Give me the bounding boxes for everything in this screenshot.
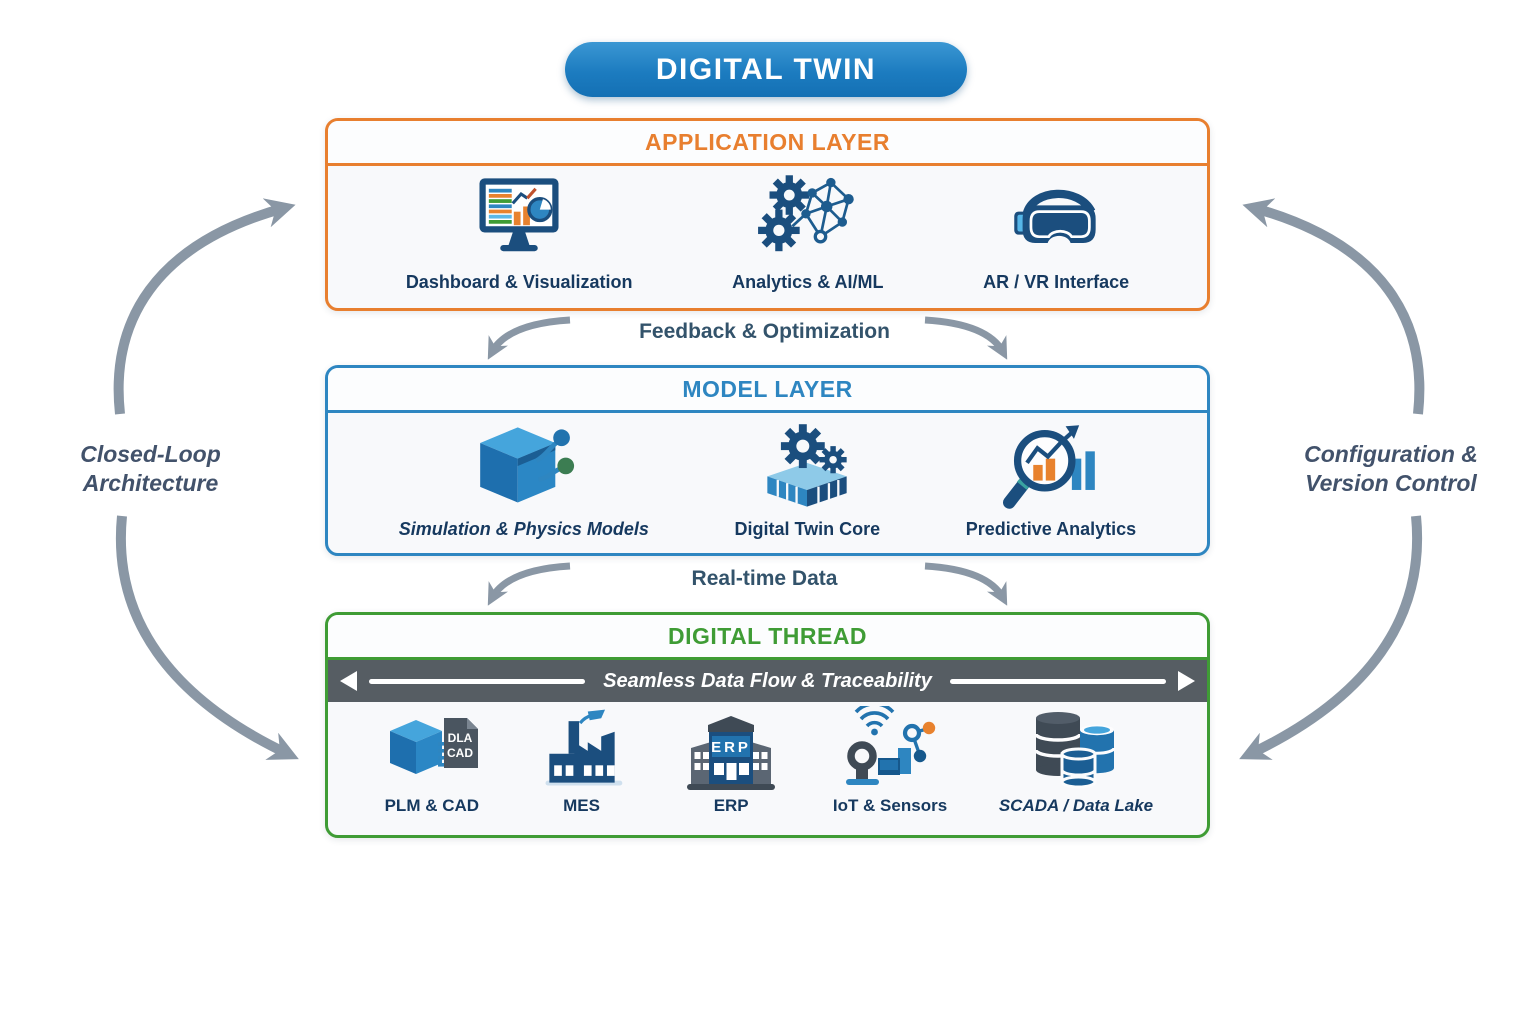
iot-sensors-icon	[838, 706, 942, 792]
feedback-optimization-label: Feedback & Optimization	[639, 320, 890, 343]
item-label: IoT & Sensors	[832, 796, 948, 815]
item-label: SCADA / Data Lake	[998, 796, 1154, 815]
item-predictive-analytics: Predictive Analytics	[966, 419, 1136, 540]
item-ar-vr-interface: AR / VR Interface	[983, 172, 1129, 293]
side-label-line: Version Control	[1305, 469, 1477, 496]
version-control-arrow-up-icon	[1242, 198, 1425, 415]
cube-document-icon: DLA CAD	[382, 706, 482, 792]
flow-arrow-down-right-icon	[924, 562, 1008, 606]
flow-arrow-down-left-icon	[487, 316, 571, 360]
flow-arrow-down-right-icon	[924, 316, 1008, 360]
diagram-title: DIGITAL TWIN	[655, 52, 877, 86]
item-label: Digital Twin Core	[734, 519, 881, 539]
version-control-arrow-down-icon	[1239, 515, 1423, 760]
item-dashboard-visualization: Dashboard & Visualization	[406, 172, 633, 293]
application-layer-body: Dashboard & Visualization	[328, 166, 1207, 303]
item-digital-twin-core: Digital Twin Core	[734, 419, 880, 540]
item-simulation-physics: Simulation & Physics Models	[399, 419, 649, 540]
digital-thread-body: DLA CAD PLM & CAD	[328, 702, 1207, 826]
application-layer-title: APPLICATION LAYER	[328, 121, 1207, 166]
factory-icon	[534, 706, 630, 792]
item-label: Analytics & AI/ML	[732, 272, 884, 292]
item-label: PLM & CAD	[384, 796, 480, 815]
item-label: AR / VR Interface	[983, 272, 1130, 292]
item-label: Dashboard & Visualization	[405, 272, 633, 292]
item-analytics-aiml: Analytics & AI/ML	[732, 172, 884, 293]
platform-gears-icon	[751, 419, 863, 515]
banner-arrow-right-icon	[1178, 671, 1196, 691]
item-scada-data-lake: SCADA / Data Lake	[999, 706, 1153, 816]
banner-arrow-left-icon	[340, 671, 357, 691]
banner-label: Seamless Data Flow & Traceability	[603, 669, 932, 692]
database-cylinders-icon	[1024, 706, 1128, 792]
closed-loop-architecture-label: Closed-Loop Architecture	[28, 440, 273, 498]
closed-loop-arrow-down-icon	[115, 515, 299, 760]
doc-text-line2: CAD	[447, 746, 473, 760]
real-time-data-label: Real-time Data	[691, 567, 838, 590]
side-label-line: Closed-Loop	[80, 441, 221, 467]
magnifier-chart-icon	[997, 419, 1105, 515]
seamless-data-flow-banner: Seamless Data Flow & Traceability	[328, 660, 1207, 702]
item-erp: ERP ERP	[681, 706, 781, 816]
item-label: Simulation & Physics Models	[398, 519, 649, 539]
item-plm-cad: DLA CAD PLM & CAD	[382, 706, 482, 816]
application-layer-box: APPLICATION LAYER	[325, 118, 1210, 311]
dashboard-monitor-icon	[467, 172, 571, 268]
closed-loop-arrow-up-icon	[113, 198, 296, 415]
digital-thread-box: DIGITAL THREAD Seamless Data Flow & Trac…	[325, 612, 1210, 838]
vr-headset-icon	[1001, 172, 1111, 268]
item-label: ERP	[713, 796, 749, 815]
diagram-title-pill: DIGITAL TWIN	[565, 42, 967, 97]
side-label-line: Architecture	[82, 469, 219, 496]
banner-line	[949, 678, 1167, 684]
item-mes: MES	[534, 706, 630, 816]
item-label: MES	[563, 796, 600, 815]
configuration-version-control-label: Configuration & Version Control	[1262, 440, 1520, 498]
item-iot-sensors: IoT & Sensors	[833, 706, 947, 816]
banner-line	[369, 678, 586, 684]
cube-connectors-icon	[470, 419, 578, 515]
erp-sign-text: ERP	[711, 739, 751, 756]
digital-thread-title: DIGITAL THREAD	[328, 615, 1207, 660]
gears-network-icon	[756, 172, 860, 268]
model-layer-box: MODEL LAYER Simulation & Physics Mo	[325, 365, 1210, 556]
doc-text-line1: DLA	[447, 731, 472, 745]
flow-arrow-down-left-icon	[487, 562, 571, 606]
model-layer-title: MODEL LAYER	[328, 368, 1207, 413]
model-layer-body: Simulation & Physics Models	[328, 413, 1207, 550]
item-label: Predictive Analytics	[965, 519, 1137, 539]
erp-building-icon: ERP	[681, 706, 781, 792]
side-label-line: Configuration &	[1304, 441, 1478, 467]
